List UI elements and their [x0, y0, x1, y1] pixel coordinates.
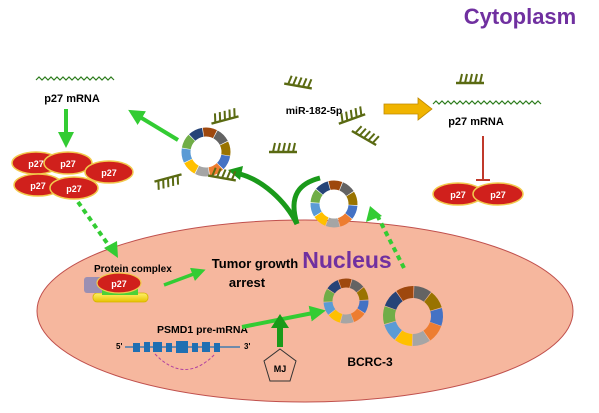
- mirna-symbol: [154, 173, 182, 190]
- mirna-symbol: [456, 73, 484, 85]
- arrow-sponge-to-mrna: [128, 109, 180, 142]
- svg-text:p27: p27: [66, 184, 82, 194]
- p27-pair-right: p27 p27: [432, 182, 524, 206]
- nucleus-title: Nucleus: [302, 247, 391, 273]
- p27-mrna-right-strand: [432, 100, 542, 105]
- mirna-symbol: [269, 142, 297, 154]
- tumor-growth-arrest-line2: arrest: [229, 275, 266, 290]
- svg-text:p27: p27: [450, 190, 466, 200]
- mj-pentagon: [263, 348, 297, 382]
- mirna-label: miR-182-5p: [286, 105, 343, 117]
- curved-arrow-branch-left: [239, 171, 300, 226]
- tumor-growth-arrest-line1: Tumor growth: [212, 256, 298, 271]
- mirna-symbol: [351, 125, 380, 147]
- protein-complex-label: Protein complex: [94, 264, 172, 275]
- svg-text:p27: p27: [111, 279, 127, 289]
- dashed-arrow-p27-to-complex: [76, 200, 114, 252]
- five-prime-label: 5': [116, 342, 122, 351]
- p27-mrna-left-label: p27 mRNA: [44, 93, 100, 105]
- mj-up-arrow-head: [271, 314, 289, 328]
- three-prime-label: 3': [244, 342, 250, 351]
- nucleus-ellipse: [36, 219, 574, 403]
- cytoplasm-title: Cytoplasm: [464, 4, 576, 29]
- p27-protein: p27: [49, 176, 99, 200]
- mirna-symbols: [154, 73, 484, 190]
- mirna-symbol: [338, 106, 366, 125]
- mj-label: MJ: [274, 364, 287, 374]
- bcrc3-label: BCRC-3: [347, 355, 393, 369]
- mirna-symbol: [211, 108, 239, 125]
- mirna-symbol: [284, 75, 313, 90]
- mirna-symbol: [208, 167, 237, 182]
- dashed-arrow-nucleus-to-cytoplasm: [375, 214, 406, 269]
- circrna-rings: [181, 127, 443, 346]
- p27-protein: p27: [472, 182, 524, 206]
- circrna-ring: [181, 127, 231, 177]
- svg-text:p27: p27: [60, 159, 76, 169]
- psmd1-label: PSMD1 pre-mRNA: [157, 324, 248, 336]
- svg-text:p27: p27: [101, 168, 117, 178]
- p27-protein: p27: [84, 160, 134, 184]
- circrna-ring: [323, 278, 369, 324]
- arrow-complex-to-arrest: [163, 267, 206, 287]
- p27-mrna-left-strand: [35, 76, 115, 81]
- circrna-ring: [383, 286, 443, 346]
- p27-cluster: p27 p27 p27 p27 p27: [11, 151, 134, 200]
- gold-arrow: [383, 97, 433, 121]
- dashed-arrow-head: [104, 241, 118, 258]
- dashed-arrow-up-head: [366, 206, 382, 222]
- svg-text:p27: p27: [28, 159, 44, 169]
- psmd1-gene: 5' 3': [116, 341, 250, 370]
- svg-text:p27: p27: [490, 190, 506, 200]
- protein-complex: p27: [84, 272, 149, 303]
- circrna-ring: [310, 180, 358, 228]
- p27-protein: p27: [43, 151, 93, 175]
- svg-text:p27: p27: [30, 181, 46, 191]
- p27-mrna-right-label: p27 mRNA: [448, 116, 504, 128]
